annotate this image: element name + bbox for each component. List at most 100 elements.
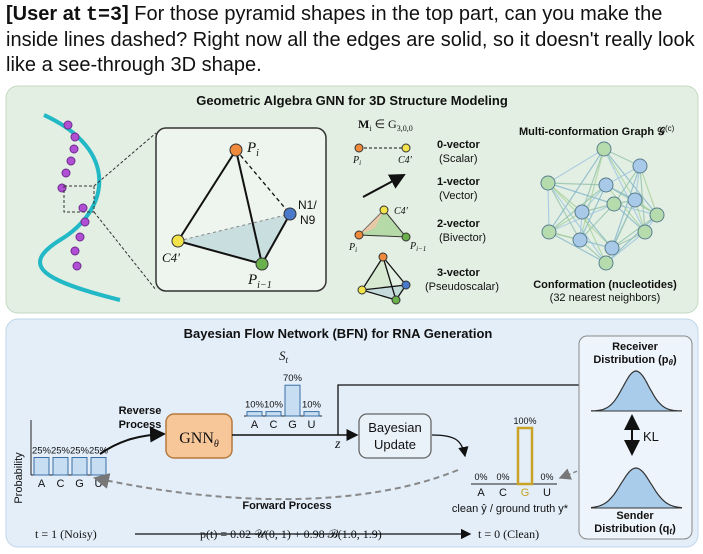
vector-2-label-pi: Pi [348,242,357,254]
vector-0-icon [354,143,411,153]
tetrahedron-box [155,127,327,292]
graph-edge [581,211,613,249]
vector-1-desc: (Vector) [439,190,478,202]
graph-node [540,175,556,191]
graph-edge [611,214,658,249]
vector-2-label-pim1: Pi−1 [409,241,426,253]
bar-value-label: 70% [283,373,303,384]
bar-category-label: A [38,478,46,490]
st-distribution-chart: 10%A10%C70%G10%U [244,373,322,431]
graph-edge [547,182,581,241]
graph-edge [605,184,646,233]
graph-node [541,224,557,240]
timeline-start: t = 1 (Noisy) [35,527,97,541]
graph-node [606,196,622,212]
graph-node [637,224,653,240]
tetra-label-c4: C4′ [162,250,180,265]
timeline-end: t = 0 (Clean) [478,527,539,541]
prompt-tag-text: [User at [6,3,87,25]
sender-label-2: Distribution (qt) [594,523,676,536]
bar-category-label: C [57,478,65,490]
forward-label: Forward Process [242,500,331,512]
vector-2-triangle-icon [354,205,411,242]
bar-category-label: C [270,419,278,431]
prompt-tag-end: ] [122,3,129,25]
graph-edge [547,182,550,233]
bar-value-label: 0% [496,472,509,482]
tetra-label-pi: Pi [246,140,259,159]
bar-category-label: C [499,487,507,499]
bottom-panel-title: Bayesian Flow Network (BFN) for RNA Gene… [184,326,493,341]
graph-node [627,192,643,208]
tetra-label-pim1: Pi−1 [247,272,272,291]
timeline-formula: p(t) = 0.02 𝒰(0, 1) + 0.98 ℬ(1.0, 1.9) [200,527,382,541]
bar-value-label: 10% [302,400,322,411]
receiver-label-2: Distribution (pθ) [593,354,677,367]
graph-node [649,207,665,223]
bayes-to-clean-arrow [431,434,469,458]
prompt-tag-time: t=3 [86,4,123,27]
bar-value-label: 25% [32,446,52,457]
graph-edge [581,211,607,264]
bar-value-label: 10% [245,400,265,411]
reverse-label-1: Reverse [119,405,162,417]
bayes-label-2: Update [374,437,416,452]
graph-edge [605,231,646,264]
prompt-text: For those pyramid shapes in the top part… [6,3,695,76]
graph-node [596,141,612,157]
bar-category-label: U [543,487,551,499]
sender-curve [590,467,683,509]
bar-C [265,411,282,417]
graph-node [574,204,590,220]
vector-0-label-c4: C4′ [398,155,413,166]
graph-edge [579,148,605,241]
bar-value-label: 10% [264,400,284,411]
bar-category-label: A [477,487,485,499]
bar-category-label: U [308,419,316,431]
vector-1-arrow-icon [362,174,406,198]
graph-title: Multi-conformation Graph 𝒢(c) [519,124,675,138]
distribution-panel [578,335,693,540]
bayes-label-1: Bayesian [368,420,421,435]
algebra-label: Mi ∈ G3,0,0 [358,117,413,133]
vector-2-label-c4: C4′ [394,206,409,217]
vector-0-desc: (Scalar) [439,153,478,165]
graph-edge [547,148,605,184]
sender-arrow [558,465,591,480]
graph-node [598,255,614,271]
bar-value-label: 100% [513,416,536,426]
bar-G [284,384,301,417]
z-label: z [334,437,341,452]
user-prompt: [User at t=3] For those pyramid shapes i… [6,2,701,78]
vector-3-pyramid-icon [357,252,411,305]
tetra-label-n1: N1/ [298,198,317,212]
graph-edge [579,203,615,241]
receiver-curve [591,370,682,412]
bar-G [71,457,88,476]
vector-3-desc: (Pseudoscalar) [425,281,499,293]
receiver-label-1: Receiver [612,341,659,353]
bar-C [52,457,69,476]
graph-edge [547,182,615,205]
graph-edge [547,182,607,264]
graph-node [632,158,648,174]
bar-value-label: 25% [89,446,109,457]
graph-node [604,240,620,256]
gnn-label: GNNθ [179,430,219,450]
forward-arrow [93,469,459,501]
reverse-label-2: Process [119,419,162,431]
bar-value-label: 25% [51,446,71,457]
bayesian-update-box [358,413,432,459]
bar-A [246,411,263,417]
graph-edge [548,231,607,264]
graph-edge [613,165,641,205]
vector-0-name: 0-vector [437,139,481,151]
conformation-title: Conformation (nucleotides) [533,279,677,291]
clean-label: clean ŷ / ground truth y* [452,503,569,515]
conformation-subtitle: (32 nearest neighbors) [550,292,661,304]
vector-1-name: 1-vector [437,176,481,188]
vector-2-desc: (Bivector) [439,232,486,244]
vector-2-name: 2-vector [437,218,481,230]
sender-label-1: Sender [616,510,654,522]
